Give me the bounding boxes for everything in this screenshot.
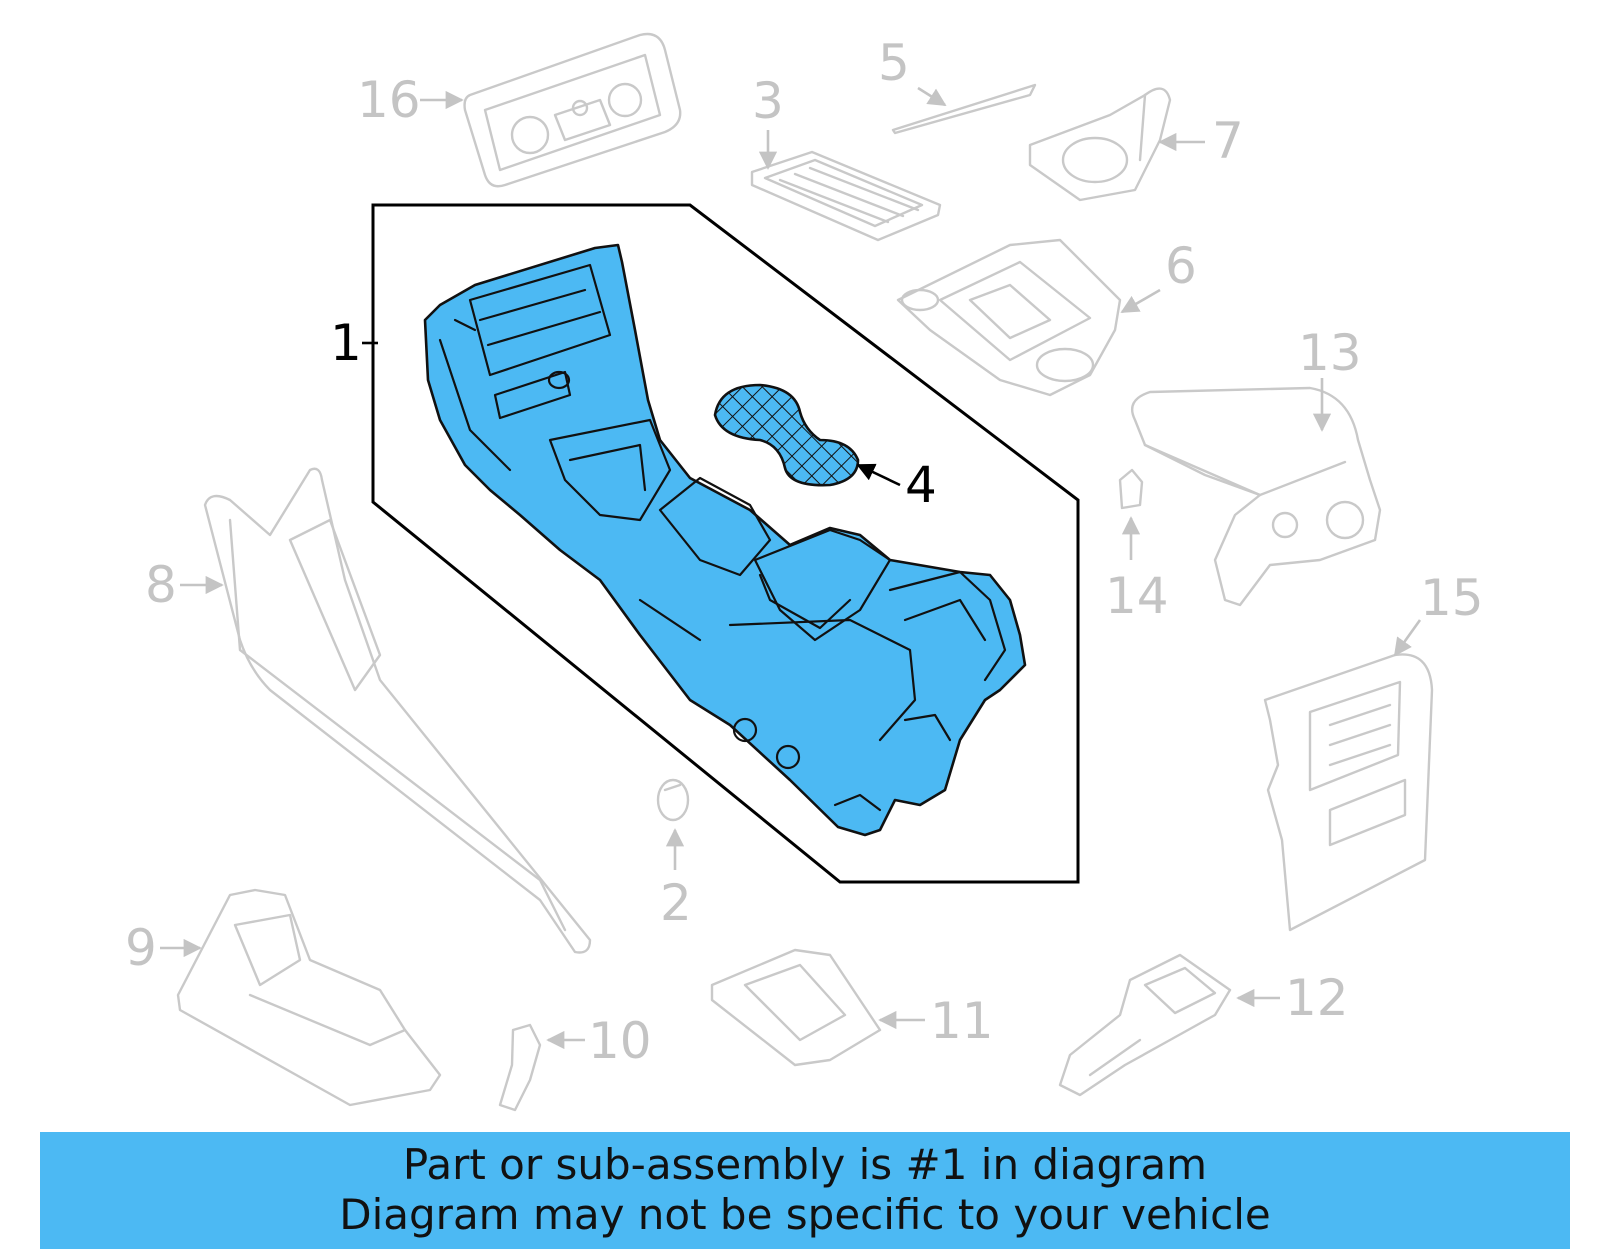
part-3-mat <box>750 150 942 242</box>
part-5-trim-strip <box>891 83 1037 135</box>
callout-2: 2 <box>660 874 692 932</box>
callout-6: 6 <box>1165 237 1197 295</box>
info-banner: Part or sub-assembly is #1 in diagram Di… <box>40 1132 1570 1249</box>
part-13-armrest <box>1130 386 1382 607</box>
callout-3: 3 <box>752 72 784 130</box>
part-4-cupholder-mat <box>713 383 860 487</box>
callout-9: 9 <box>125 919 157 977</box>
part-12-tray <box>1058 953 1232 1097</box>
callout-12: 12 <box>1285 969 1349 1027</box>
callout-5: 5 <box>878 34 910 92</box>
part-11-mounting-plate <box>710 948 882 1067</box>
part-10-clip-bracket <box>498 1023 542 1112</box>
callout-7: 7 <box>1212 112 1244 170</box>
part-2-grommet <box>656 778 690 822</box>
callout-14: 14 <box>1105 567 1169 625</box>
part-6-tray-housing <box>896 238 1122 397</box>
callout-16: 16 <box>357 71 421 129</box>
part-14-clip <box>1118 468 1144 510</box>
part-9-lower-bracket <box>176 888 442 1107</box>
callout-8: 8 <box>145 556 177 614</box>
banner-line-2: Diagram may not be specific to your vehi… <box>339 1190 1271 1239</box>
callout-11: 11 <box>930 992 994 1050</box>
part-7-bezel <box>1028 87 1172 202</box>
part-16-climate-panel <box>463 32 682 188</box>
callout-13: 13 <box>1298 324 1362 382</box>
callout-10: 10 <box>588 1012 652 1070</box>
part-15-rear-vent-panel <box>1263 653 1434 932</box>
banner-line-1: Part or sub-assembly is #1 in diagram <box>402 1140 1208 1189</box>
callout-1: 1 <box>330 314 362 372</box>
callout-4: 4 <box>905 456 937 514</box>
callout-15: 15 <box>1420 569 1484 627</box>
part-1-center-console <box>423 243 1027 837</box>
parts-diagram: 16 3 5 7 6 13 14 <box>125 32 1484 1112</box>
part-8-side-panel <box>203 467 592 954</box>
